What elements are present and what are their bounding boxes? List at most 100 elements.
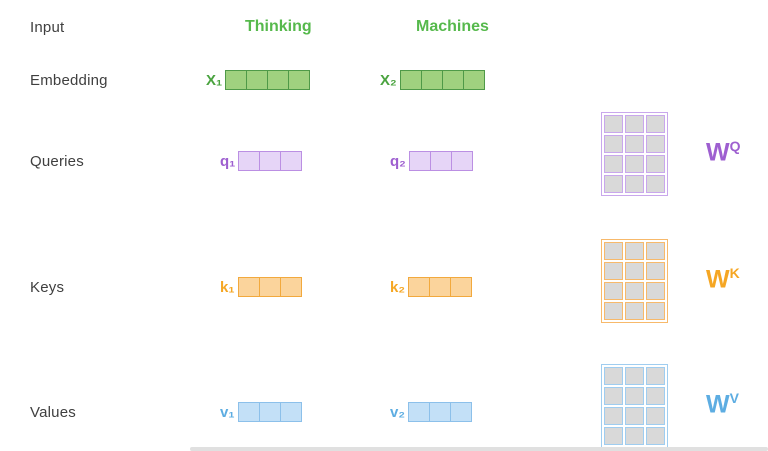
vector-cell bbox=[237, 402, 260, 422]
wq-sup: Q bbox=[729, 138, 741, 154]
matrix-cell bbox=[625, 427, 644, 445]
vector-label-x2: X₂ bbox=[380, 71, 397, 89]
matrix-cell bbox=[604, 135, 623, 153]
matrix-cell bbox=[625, 135, 644, 153]
embedding-vector-x1: X₁ bbox=[206, 70, 311, 90]
matrix-cell bbox=[625, 282, 644, 300]
vector-cell bbox=[279, 402, 302, 422]
vector-cell bbox=[408, 277, 431, 297]
weight-matrix-label-wv: WV bbox=[706, 390, 739, 419]
matrix-cell bbox=[625, 262, 644, 280]
wk-sup: K bbox=[729, 265, 740, 281]
matrix-cell bbox=[604, 115, 623, 133]
weight-matrix-wv bbox=[601, 364, 668, 448]
vector-label-x1: X₁ bbox=[206, 71, 223, 89]
row-label-embedding: Embedding bbox=[30, 72, 108, 89]
matrix-cell bbox=[646, 242, 665, 260]
row-label-queries: Queries bbox=[30, 153, 84, 170]
weight-matrix-wq bbox=[601, 112, 668, 196]
matrix-cell bbox=[625, 155, 644, 173]
matrix-cell bbox=[646, 302, 665, 320]
matrix-cell bbox=[625, 242, 644, 260]
matrix-cell bbox=[625, 407, 644, 425]
weight-matrix-label-wq: WQ bbox=[706, 138, 741, 167]
value-vector-v1: v₁ bbox=[220, 402, 302, 422]
vector-cells-k2 bbox=[408, 277, 473, 297]
matrix-cell bbox=[646, 367, 665, 385]
matrix-cell bbox=[646, 115, 665, 133]
matrix-cell bbox=[625, 387, 644, 405]
vector-label-v2: v₂ bbox=[390, 403, 406, 421]
matrix-cell bbox=[625, 175, 644, 193]
vector-label-k2: k₂ bbox=[390, 278, 406, 296]
vector-cell bbox=[429, 277, 452, 297]
vector-cell bbox=[258, 277, 281, 297]
vector-cell bbox=[450, 277, 473, 297]
horizontal-scrollbar[interactable] bbox=[190, 447, 768, 451]
wq-base: W bbox=[706, 138, 730, 167]
vector-cells-q1 bbox=[238, 151, 303, 171]
matrix-cell bbox=[604, 367, 623, 385]
wv-sup: V bbox=[729, 390, 739, 406]
vector-cells-x1 bbox=[225, 70, 311, 90]
matrix-cell bbox=[625, 115, 644, 133]
vector-cell bbox=[267, 70, 290, 90]
vector-cell bbox=[408, 151, 431, 171]
vector-label-q1: q₁ bbox=[220, 152, 236, 170]
matrix-cell bbox=[604, 427, 623, 445]
vector-label-v1: v₁ bbox=[220, 403, 235, 421]
vector-cell bbox=[408, 402, 431, 422]
word-thinking: Thinking bbox=[245, 18, 312, 35]
matrix-cell bbox=[646, 175, 665, 193]
vector-cell bbox=[441, 70, 464, 90]
matrix-cell bbox=[625, 367, 644, 385]
vector-cell bbox=[246, 70, 269, 90]
query-vector-q1: q₁ bbox=[220, 151, 303, 171]
vector-label-q2: q₂ bbox=[390, 152, 406, 170]
vector-cells-k1 bbox=[237, 277, 302, 297]
vector-label-k1: k₁ bbox=[220, 278, 235, 296]
vector-cell bbox=[259, 151, 282, 171]
matrix-cell bbox=[646, 262, 665, 280]
vector-cell bbox=[288, 70, 311, 90]
wv-base: W bbox=[706, 390, 730, 419]
matrix-cell bbox=[646, 155, 665, 173]
matrix-cell bbox=[604, 175, 623, 193]
vector-cell bbox=[279, 277, 302, 297]
matrix-cell bbox=[646, 387, 665, 405]
word-machines: Machines bbox=[416, 18, 489, 35]
vector-cells-q2 bbox=[408, 151, 473, 171]
matrix-cell bbox=[604, 387, 623, 405]
key-vector-k2: k₂ bbox=[390, 277, 473, 297]
vector-cell bbox=[225, 70, 248, 90]
matrix-cell bbox=[625, 302, 644, 320]
vector-cell bbox=[429, 402, 452, 422]
wk-base: W bbox=[706, 265, 730, 294]
matrix-cell bbox=[604, 262, 623, 280]
vector-cell bbox=[450, 151, 473, 171]
vector-cell bbox=[462, 70, 485, 90]
vector-cells-x2 bbox=[399, 70, 485, 90]
query-vector-q2: q₂ bbox=[390, 151, 473, 171]
vector-cell bbox=[399, 70, 422, 90]
weight-matrix-label-wk: WK bbox=[706, 265, 740, 294]
vector-cell bbox=[450, 402, 473, 422]
matrix-cell bbox=[646, 282, 665, 300]
vector-cell bbox=[238, 151, 261, 171]
matrix-cell bbox=[604, 302, 623, 320]
vector-cells-v1 bbox=[237, 402, 302, 422]
matrix-cell bbox=[646, 135, 665, 153]
matrix-cell bbox=[604, 407, 623, 425]
matrix-cell bbox=[604, 282, 623, 300]
embedding-vector-x2: X₂ bbox=[380, 70, 485, 90]
vector-cell bbox=[280, 151, 303, 171]
row-label-values: Values bbox=[30, 404, 76, 421]
matrix-cell bbox=[646, 427, 665, 445]
vector-cell bbox=[420, 70, 443, 90]
matrix-cell bbox=[604, 155, 623, 173]
weight-matrix-wk bbox=[601, 239, 668, 323]
value-vector-v2: v₂ bbox=[390, 402, 473, 422]
row-label-keys: Keys bbox=[30, 279, 65, 296]
row-label-input: Input bbox=[30, 19, 65, 36]
